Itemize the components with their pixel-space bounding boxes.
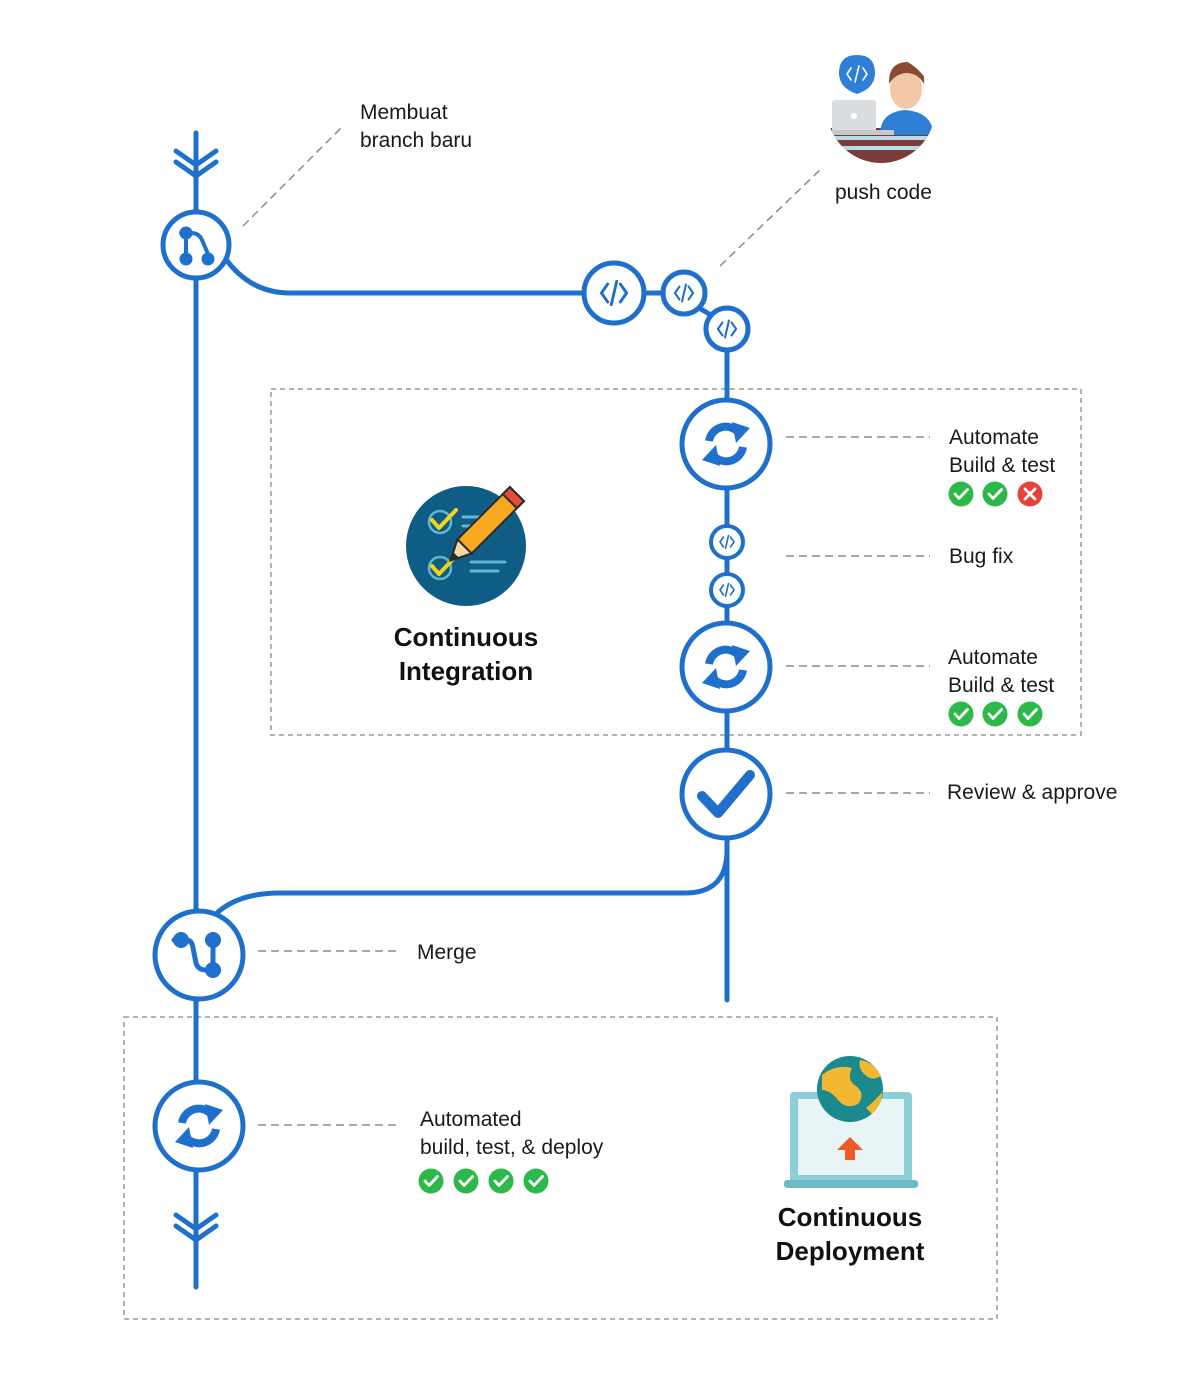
branch-icon [179, 226, 215, 266]
checkmark-icon [697, 770, 755, 818]
cd-section-box [123, 1016, 998, 1320]
deploy-label-line2: build, test, & deploy [420, 1136, 604, 1159]
new-branch-label-line1: Membuat [360, 101, 448, 124]
build-test-2-label-line1: Automate [948, 646, 1038, 669]
developer-avatar-icon [827, 55, 935, 163]
build-test-1-label-line1: Automate [949, 426, 1039, 449]
build-test-2-label-line2: Build & test [948, 674, 1054, 697]
leader-lines [242, 125, 930, 1126]
status-badges-build-2 [948, 701, 1043, 727]
new-branch-label-line2: branch baru [360, 129, 472, 152]
build-node-1 [679, 397, 773, 491]
pass-check-icon [418, 1168, 444, 1194]
commit-node-1 [581, 260, 647, 326]
build-node-2 [679, 620, 773, 714]
pass-check-icon [982, 701, 1008, 727]
merge-label: Merge [417, 941, 477, 964]
merge-node [152, 908, 246, 1002]
commit-node-2 [660, 269, 708, 317]
status-badges-build-1 [948, 481, 1043, 507]
pass-check-icon [948, 481, 974, 507]
pass-check-icon [982, 481, 1008, 507]
pass-check-icon [488, 1168, 514, 1194]
bottom-chevron-icon [173, 1212, 219, 1243]
branch-node [160, 209, 232, 281]
pass-check-icon [1017, 701, 1043, 727]
checklist-pencil-icon [406, 485, 526, 606]
deploy-label-line1: Automated [420, 1108, 522, 1131]
merge-icon [171, 932, 221, 978]
review-node [679, 747, 773, 841]
bugfix-commit-1 [709, 524, 745, 560]
cd-title-line2: Deployment [776, 1236, 925, 1266]
bug-fix-label: Bug fix [949, 545, 1014, 568]
bugfix-commit-2 [709, 572, 745, 608]
review-label: Review & approve [947, 781, 1117, 804]
cd-title-line1: Continuous [778, 1202, 922, 1232]
ci-title-line1: Continuous [394, 622, 538, 652]
pass-check-icon [948, 701, 974, 727]
push-code-label: push code [835, 181, 932, 204]
commit-node-3 [703, 305, 751, 353]
pass-check-icon [453, 1168, 479, 1194]
pass-check-icon [523, 1168, 549, 1194]
build-test-1-label-line2: Build & test [949, 454, 1055, 477]
ci-title-line2: Integration [399, 656, 533, 686]
deploy-node [152, 1079, 246, 1173]
status-badges-deploy [418, 1168, 549, 1194]
fail-cross-icon [1017, 481, 1043, 507]
top-chevron-icon [173, 148, 219, 179]
commit-connector [697, 305, 713, 318]
ci-section-box [270, 388, 1082, 736]
laptop-globe-deploy-icon [784, 1056, 918, 1188]
